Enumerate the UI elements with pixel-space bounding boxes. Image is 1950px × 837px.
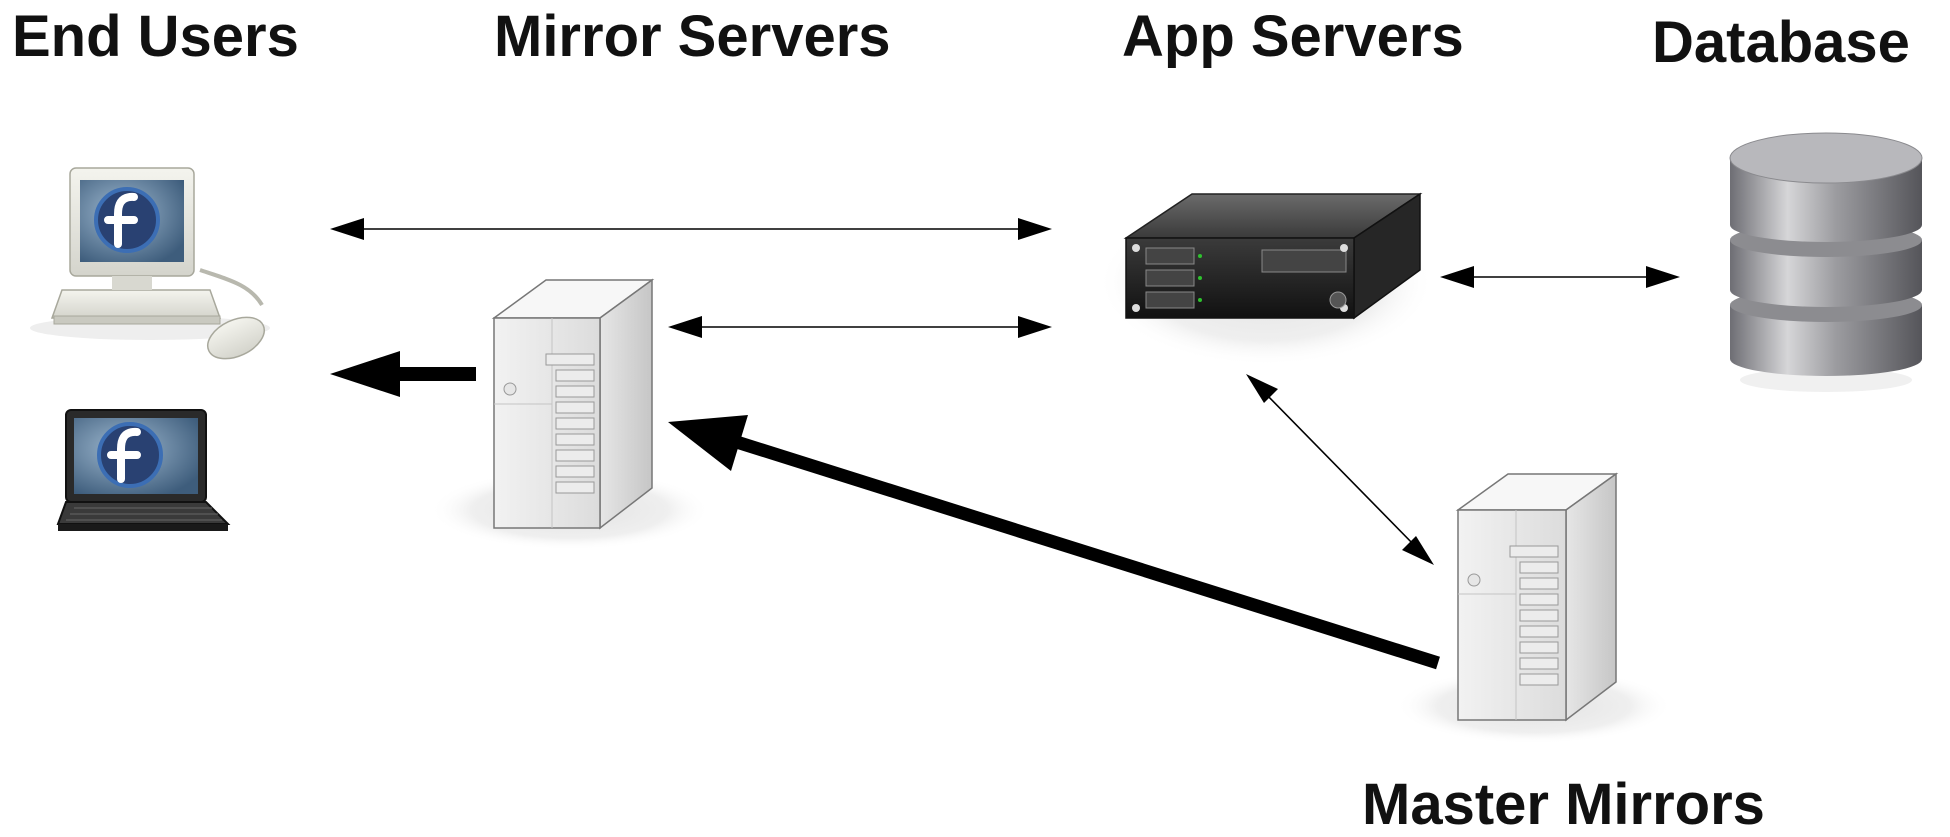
desktop-computer-icon — [30, 167, 270, 360]
master-mirrors-label: Master Mirrors — [1362, 772, 1765, 837]
mirror-servers-label: Mirror Servers — [494, 4, 891, 69]
arrow-app-servers-database — [1440, 266, 1680, 288]
fedora-logo-icon — [94, 187, 160, 253]
arrow-app-servers-master-mirrors — [1246, 374, 1434, 565]
database-label: Database — [1652, 10, 1910, 75]
app-servers-label: App Servers — [1122, 4, 1464, 69]
tower-server-icon — [1396, 472, 1672, 744]
arrow-end-users-app-servers — [330, 218, 1052, 240]
tower-server-icon — [430, 278, 710, 550]
database-cylinder-icon — [1729, 132, 1923, 392]
arrow-mirror-to-end-users — [330, 351, 476, 397]
end-users-label: End Users — [12, 4, 299, 69]
arrow-mirror-servers-app-servers — [668, 316, 1052, 338]
fedora-logo-icon — [97, 422, 163, 488]
arrow-master-to-mirror-servers — [668, 415, 1440, 670]
laptop-icon — [56, 409, 231, 531]
rack-server-icon — [1098, 192, 1434, 366]
